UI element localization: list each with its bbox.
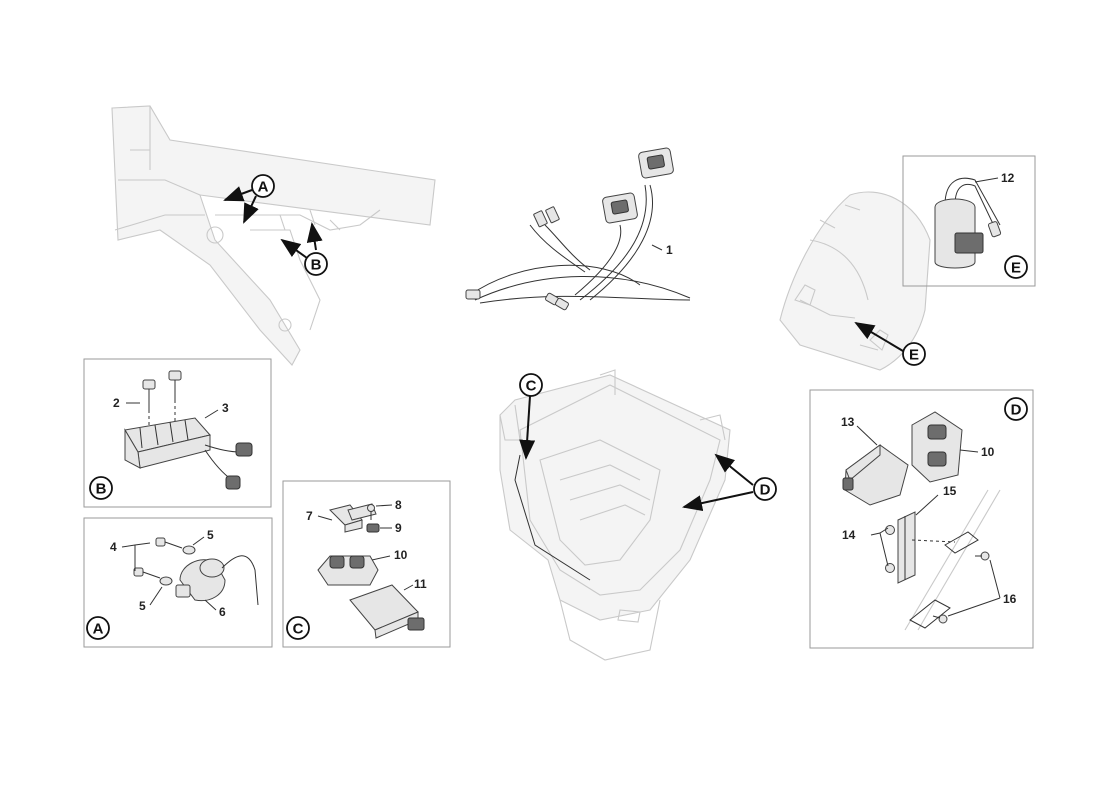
callout-15: 15 [943, 484, 957, 498]
fender-label-e: E [902, 342, 926, 366]
callout-4: 4 [110, 540, 117, 554]
screw-part-16a [975, 551, 990, 561]
ignition-coil-part-6 [175, 555, 259, 606]
svg-text:A: A [93, 621, 104, 638]
cover-label-c: C [519, 373, 543, 397]
box-label-e: E [1004, 255, 1028, 279]
regulator-part-3 [124, 417, 253, 490]
callout-7: 7 [306, 509, 313, 523]
frame-label-b: B [304, 252, 328, 276]
box-label-c: C [286, 616, 310, 640]
frame-label-a: A [251, 174, 275, 198]
wiring-harness: 1 [465, 147, 691, 311]
module-part-13 [842, 444, 909, 506]
detail-box-c [282, 480, 451, 648]
svg-text:B: B [96, 481, 107, 498]
under-seat-cover [499, 369, 731, 661]
frame-tube-d [904, 489, 1001, 631]
screw-part-8 [367, 504, 375, 520]
svg-text:C: C [526, 378, 537, 395]
box-label-a: A [86, 616, 110, 640]
detail-box-b [83, 358, 272, 508]
nut-part-9 [366, 523, 380, 533]
callout-16: 16 [1003, 592, 1017, 606]
detail-box-e [902, 155, 1036, 287]
detail-box-a [83, 517, 273, 648]
washer-5a [182, 545, 196, 555]
callout-10c: 10 [394, 548, 408, 562]
svg-text:E: E [909, 347, 919, 364]
callout-5b: 5 [139, 599, 146, 613]
nut-part-14a [885, 525, 895, 535]
callout-11: 11 [414, 577, 427, 591]
rear-fender-drawing [779, 191, 931, 371]
callout-6: 6 [219, 605, 226, 619]
harness-connector-upper [638, 147, 674, 179]
svg-text:B: B [311, 257, 322, 274]
strap-part-15 [897, 511, 916, 584]
screw-4a [155, 537, 183, 549]
rubber-mount-part-10d [911, 411, 963, 483]
screw-4b [133, 567, 161, 579]
callout-1: 1 [666, 243, 673, 257]
relay-part-12 [934, 177, 1002, 269]
svg-text:D: D [1011, 402, 1022, 419]
svg-text:A: A [258, 179, 269, 196]
rubber-mount-part-10 [317, 555, 379, 586]
screw-part-16b [932, 614, 948, 624]
ecu-part-11 [349, 584, 425, 639]
callout-10d: 10 [981, 445, 995, 459]
callout-3: 3 [222, 401, 229, 415]
nut-part-14b [885, 563, 895, 573]
callout-5a: 5 [207, 528, 214, 542]
detail-box-d [809, 389, 1034, 649]
frame-drawing [111, 105, 436, 366]
washer-5b [159, 576, 173, 586]
svg-text:C: C [293, 621, 304, 638]
box-label-d: D [1004, 397, 1028, 421]
svg-text:D: D [760, 482, 771, 499]
callout-13: 13 [841, 415, 855, 429]
callout-8: 8 [395, 498, 402, 512]
frame-arrows [223, 186, 323, 259]
harness-connector-lower [602, 192, 638, 224]
svg-text:E: E [1011, 260, 1021, 277]
callout-9: 9 [395, 521, 402, 535]
callout-14: 14 [842, 528, 856, 542]
cover-label-d: D [753, 477, 777, 501]
box-label-b: B [89, 476, 113, 500]
callout-2: 2 [113, 396, 120, 410]
callout-12: 12 [1001, 171, 1015, 185]
